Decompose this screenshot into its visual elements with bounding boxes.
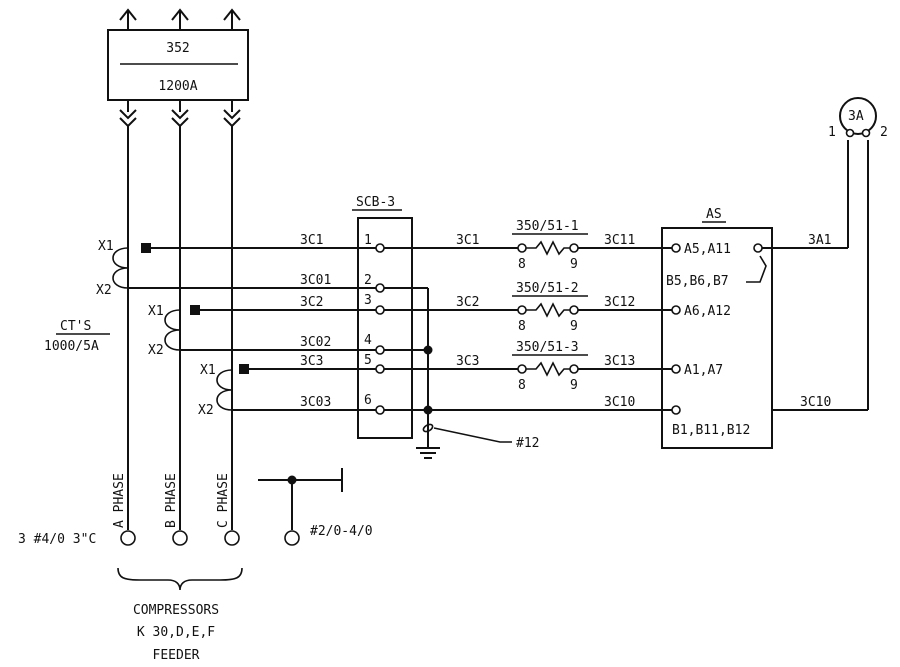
phase-a-label: A PHASE bbox=[112, 473, 127, 528]
scb-terminal-4: 4 bbox=[364, 333, 372, 348]
ct-a-x1: X1 bbox=[98, 239, 114, 254]
relay-3-pin-a: 8 bbox=[518, 378, 526, 393]
scb-terminal-1: 1 bbox=[364, 233, 372, 248]
wire-3c11: 3C11 bbox=[604, 233, 635, 248]
drawout-chevrons bbox=[119, 100, 241, 128]
relay-1-pin-b: 9 bbox=[570, 257, 578, 272]
wire-3c1-left: 3C1 bbox=[300, 233, 323, 248]
wire-3c3-mid: 3C3 bbox=[456, 354, 479, 369]
relay-input-wiring bbox=[384, 247, 518, 370]
as-title: AS bbox=[706, 207, 722, 222]
wire-3c3-left: 3C3 bbox=[300, 354, 323, 369]
breaker-id: 352 bbox=[166, 41, 189, 56]
as-row2: A6,A12 bbox=[684, 304, 731, 319]
phase-c-label: C PHASE bbox=[216, 473, 231, 528]
feeder-cable-size: 3 #4/0 3"C bbox=[18, 532, 96, 547]
relay-3-name: 350/51-3 bbox=[516, 340, 579, 355]
relay-2-pin-a: 8 bbox=[518, 319, 526, 334]
feeder-terminals bbox=[120, 530, 240, 546]
ct-label: CT'S bbox=[60, 319, 91, 334]
ct-b-x2: X2 bbox=[148, 343, 164, 358]
ammeter-wiring bbox=[762, 140, 869, 411]
relay-1-pin-a: 8 bbox=[518, 257, 526, 272]
wire-3c2-left: 3C2 bbox=[300, 295, 323, 310]
breaker-352: 352 1200A bbox=[107, 29, 249, 101]
source-arrows bbox=[119, 8, 241, 30]
scb-terminal-3: 3 bbox=[364, 293, 372, 308]
ammeter-3a: 3A 1 2 bbox=[828, 97, 888, 140]
ammeter-pin-1: 1 bbox=[828, 125, 836, 140]
ground-wire-size: #12 bbox=[516, 436, 539, 451]
ground-bus-terminal bbox=[284, 530, 300, 546]
wire-3c10-right: 3C10 bbox=[800, 395, 831, 410]
ammeter-switch-as: AS A5,A11 B5,B6,B7 A6,A12 A1,A7 B1,B11,B… bbox=[661, 207, 773, 449]
ground-bus-tee bbox=[258, 468, 343, 530]
as-row4: B1,B11,B12 bbox=[672, 423, 750, 438]
relay-3-pin-b: 9 bbox=[570, 378, 578, 393]
as-row1: A5,A11 bbox=[684, 242, 731, 257]
breaker-rating: 1200A bbox=[158, 79, 197, 94]
relay-1-name: 350/51-1 bbox=[516, 219, 579, 234]
ct-secondary-wiring bbox=[128, 247, 378, 411]
wire-3c02: 3C02 bbox=[300, 335, 331, 350]
ct-a-phase: X1 X2 bbox=[96, 239, 151, 298]
relay-output-wiring bbox=[578, 247, 672, 370]
ct-c-x2: X2 bbox=[198, 403, 214, 418]
wire-3c1-mid: 3C1 bbox=[456, 233, 479, 248]
relay-350-51-2: 350/51-2 8 9 bbox=[512, 281, 588, 334]
ct-a-x2: X2 bbox=[96, 283, 112, 298]
wire-3c12: 3C12 bbox=[604, 295, 635, 310]
wire-3c13: 3C13 bbox=[604, 354, 635, 369]
ground-symbol bbox=[416, 447, 440, 459]
wire-3c10-mid: 3C10 bbox=[604, 395, 635, 410]
wire-3c2-mid: 3C2 bbox=[456, 295, 479, 310]
wire-3a1: 3A1 bbox=[808, 233, 831, 248]
feeder-brace bbox=[117, 567, 243, 591]
ct-c-x1: X1 bbox=[200, 363, 216, 378]
ct-b-x1: X1 bbox=[148, 304, 164, 319]
scb-terminal-5: 5 bbox=[364, 353, 372, 368]
wire-3c03: 3C03 bbox=[300, 395, 331, 410]
relay-350-51-1: 350/51-1 8 9 bbox=[512, 219, 588, 272]
ground-wire-callout: #12 bbox=[422, 423, 539, 451]
as-row1b: B5,B6,B7 bbox=[666, 274, 729, 289]
ammeter-label: 3A bbox=[848, 109, 864, 124]
ct-ratio: 1000/5A bbox=[44, 339, 99, 354]
scb-terminal-2: 2 bbox=[364, 273, 372, 288]
ammeter-pin-2: 2 bbox=[880, 125, 888, 140]
as-row3: A1,A7 bbox=[684, 363, 723, 378]
load-line-3: FEEDER bbox=[153, 648, 200, 663]
scb-title: SCB-3 bbox=[356, 195, 395, 210]
relay-2-name: 350/51-2 bbox=[516, 281, 579, 296]
tee-cable-size: #2/0-4/0 bbox=[310, 524, 373, 539]
scb-terminal-6: 6 bbox=[364, 393, 372, 408]
wire-3c01: 3C01 bbox=[300, 273, 331, 288]
phase-b-label: B PHASE bbox=[164, 473, 179, 528]
scb-3-terminal-block: SCB-3 1 2 3 4 5 6 bbox=[352, 195, 413, 439]
relay-2-pin-b: 9 bbox=[570, 319, 578, 334]
phase-conductors bbox=[127, 126, 233, 530]
relay-350-51-3: 350/51-3 8 9 bbox=[512, 340, 588, 393]
load-line-2: K 30,D,E,F bbox=[137, 625, 215, 640]
load-line-1: COMPRESSORS bbox=[133, 603, 219, 618]
